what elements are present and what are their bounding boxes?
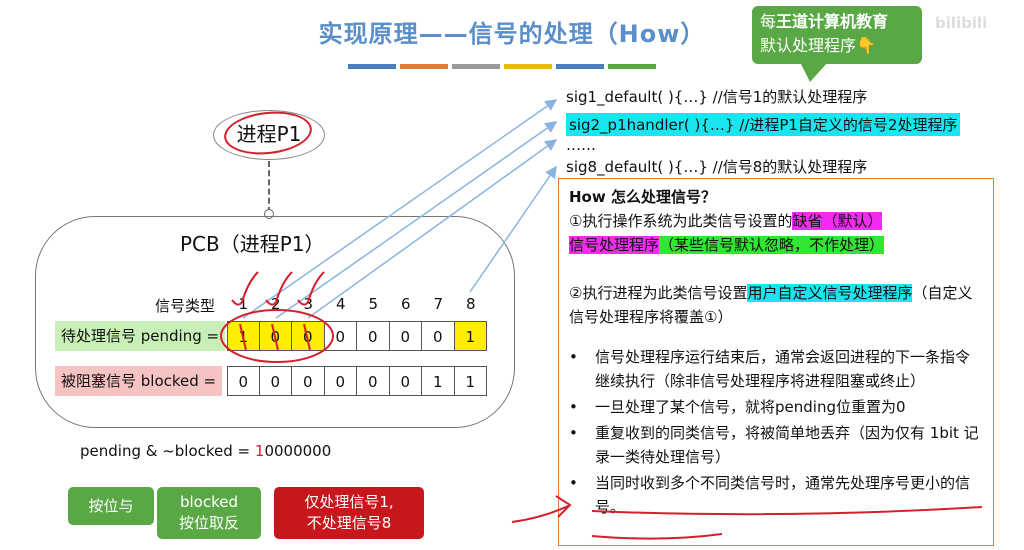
blocked-label: 被阻塞信号 blocked = xyxy=(55,366,223,396)
bilibili-watermark: bilibili xyxy=(935,14,988,32)
underline-last-bullet xyxy=(591,506,983,516)
process-p1-node: 进程P1 xyxy=(213,110,325,160)
callout-brand: 王道计算机教育 xyxy=(776,12,889,31)
color-bar-segment xyxy=(556,64,604,69)
override-note: （自定义信号处理程序将覆盖①） xyxy=(569,284,973,326)
blocked-bit: 0 xyxy=(292,366,325,396)
formula-rest: 0000000 xyxy=(264,442,332,460)
pending-bit: 0 xyxy=(324,321,357,351)
bullet-text: 信号处理程序运行结束后，通常会返回进程的下一条指令继续执行（除非信号处理程序将进… xyxy=(595,348,971,390)
default-highlight: 缺省（默认） xyxy=(792,212,883,230)
blocked-invert-text: blocked 按位取反 xyxy=(178,493,239,532)
pending-bit: 1 xyxy=(454,321,487,351)
code-line-sig1: sig1_default( ){…} //信号1的默认处理程序 xyxy=(566,88,868,106)
pending-bit: 0 xyxy=(357,321,390,351)
color-bar-segment xyxy=(452,64,500,69)
how-panel: How 怎么处理信号？ ①执行操作系统为此类信号设置的缺省（默认） 信号处理程序… xyxy=(558,178,994,546)
strike-bit-1 xyxy=(239,323,247,351)
page-title: 实现原理——信号的处理（How） xyxy=(318,20,706,48)
bullet-text: 一旦处理了某个信号，就将pending位重置为0 xyxy=(595,398,906,416)
pending-label: 待处理信号 pending = xyxy=(55,321,226,351)
blocked-bit: 1 xyxy=(454,366,487,396)
panel-item-2: ②执行进程为此类信号设置用户自定义信号处理程序（自定义信号处理程序将覆盖①） xyxy=(569,281,983,329)
process-pcb-connector xyxy=(268,161,270,213)
list-item: •重复收到的同类信号，将被简单地丢弃（因为仅有 1bit 记录一类待处理信号） xyxy=(569,421,983,469)
signal-index: 2 xyxy=(270,295,281,313)
list-item: •信号处理程序运行结束后，通常会返回进程的下一条指令继续执行（除非信号处理程序将… xyxy=(569,345,983,393)
formula-highlight-bit: 1 xyxy=(254,442,265,460)
connector-knob xyxy=(264,209,274,219)
blocked-bit: 0 xyxy=(259,366,292,396)
color-bar-segment xyxy=(504,64,552,69)
pending-bit: 0 xyxy=(422,321,455,351)
bullet-text: 重复收到的同类信号，将被简单地丢弃（因为仅有 1bit 记录一类待处理信号） xyxy=(595,424,979,466)
pcb-container xyxy=(35,216,515,428)
list-item: •当同时收到多个不同类信号时，通常先处理序号更小的信号。 xyxy=(569,471,983,519)
code-line-ellipsis: …… xyxy=(566,136,596,154)
signal-index: 7 xyxy=(433,295,444,313)
mask-formula: pending & ~blocked = 10000000 xyxy=(80,442,331,460)
callout-tail xyxy=(800,62,828,82)
default-handler-highlight: 信号处理程序 xyxy=(569,236,660,254)
callout-text: 默认处理程序👇 xyxy=(760,36,876,55)
pending-bit: 0 xyxy=(389,321,422,351)
arrow-signal2 xyxy=(275,121,558,319)
user-handler-highlight: 用户自定义信号处理程序 xyxy=(747,284,913,302)
handwritten-arrow xyxy=(511,495,572,523)
signal-index: 5 xyxy=(368,295,379,313)
signal-index: 8 xyxy=(465,295,476,313)
list-item: •一旦处理了某个信号，就将pending位重置为0 xyxy=(569,395,983,419)
panel-text: ②执行进程为此类信号设置 xyxy=(569,284,748,302)
pending-red-circle xyxy=(220,309,334,363)
check-mark-2 xyxy=(265,271,293,306)
panel-heading: How 怎么处理信号？ xyxy=(569,188,716,206)
code-line-sig8: sig8_default( ){…} //信号8的默认处理程序 xyxy=(566,158,868,176)
blocked-invert-label: blocked 按位取反 xyxy=(157,487,261,539)
strike-bit-3 xyxy=(303,323,311,351)
check-mark-1 xyxy=(231,271,259,306)
default-handler-callout: 每王道计算机教育 默认处理程序👇 xyxy=(752,6,922,64)
arrow-signal1 xyxy=(242,99,558,319)
bitwise-and-text: 按位与 xyxy=(88,497,134,515)
underline-last-bullet-2 xyxy=(591,533,723,540)
process-only-signal1-label: 仅处理信号1, 不处理信号8 xyxy=(274,487,424,539)
signal-index: 4 xyxy=(335,295,346,313)
pcb-title: PCB（进程P1） xyxy=(180,232,325,256)
signal-type-label: 信号类型 xyxy=(155,297,216,315)
strike-bit-2 xyxy=(271,323,279,351)
formula-prefix: pending & ~blocked = xyxy=(80,442,255,460)
check-mark-3 xyxy=(297,271,325,306)
signal-index-row: 1 2 3 4 5 6 7 8 xyxy=(227,295,487,313)
arrow-signal3 xyxy=(307,139,558,319)
bitwise-and-label: 按位与 xyxy=(68,487,154,525)
process-only-signal1-text: 仅处理信号1, 不处理信号8 xyxy=(304,493,394,532)
signal-index: 3 xyxy=(303,295,314,313)
panel-text: ①执行操作系统为此类信号设置的 xyxy=(569,212,793,230)
color-bar-segment xyxy=(348,64,396,69)
code-line-sig2: sig2_p1handler( ){…} //进程P1自定义的信号2处理程序 xyxy=(566,113,961,136)
ignored-note-highlight: （某些信号默认忽略，不作处理） xyxy=(659,236,885,254)
panel-bullets: •信号处理程序运行结束后，通常会返回进程的下一条指令继续执行（除非信号处理程序将… xyxy=(569,345,983,519)
panel-item-1: ①执行操作系统为此类信号设置的缺省（默认） 信号处理程序（某些信号默认忽略，不作… xyxy=(569,209,983,257)
color-bar-segment xyxy=(400,64,448,69)
blocked-bit: 1 xyxy=(422,366,455,396)
blocked-bits: 0 0 0 0 0 0 1 1 xyxy=(227,366,487,396)
blocked-bit: 0 xyxy=(227,366,260,396)
color-bar-segment xyxy=(608,64,656,69)
signal-index: 6 xyxy=(400,295,411,313)
blocked-bit: 0 xyxy=(324,366,357,396)
callout-prefix: 每 xyxy=(760,12,777,31)
blocked-bit: 0 xyxy=(357,366,390,396)
signal-index: 1 xyxy=(238,295,249,313)
blocked-bit: 0 xyxy=(389,366,422,396)
arrow-signal8 xyxy=(469,165,557,293)
